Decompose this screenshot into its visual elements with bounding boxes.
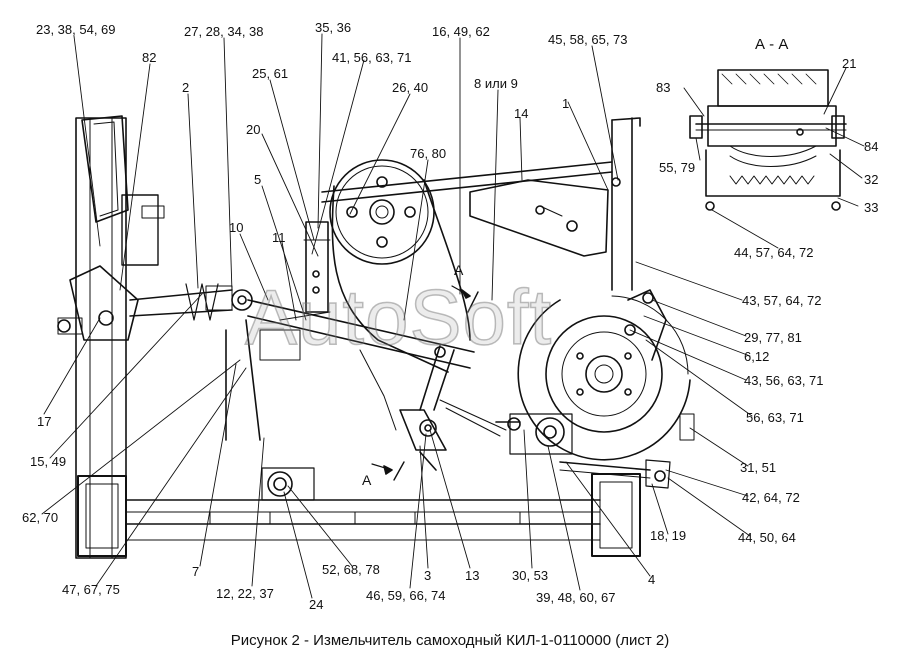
- callout-label: 16, 49, 62: [432, 24, 490, 39]
- callout-label: 11: [272, 230, 286, 245]
- section-arrows: [371, 285, 479, 481]
- callout-label: 43, 56, 63, 71: [744, 373, 824, 388]
- pulley-upper: [329, 159, 435, 265]
- callout-label: 7: [192, 564, 200, 579]
- callout-label: 4: [648, 572, 656, 587]
- callout-label: 8 или 9: [474, 76, 518, 91]
- callout-label: 84: [864, 139, 879, 154]
- callout-label: 31, 51: [740, 460, 777, 475]
- upper-rail: [321, 161, 621, 257]
- callout-label: 76, 80: [410, 146, 447, 161]
- rotor-housing: [517, 289, 695, 461]
- section-detail: [689, 69, 847, 211]
- callout-label: 33: [864, 200, 879, 215]
- callout-label: 2: [182, 80, 190, 95]
- figure-caption: Рисунок 2 - Измельчитель самоходный КИЛ-…: [230, 632, 670, 649]
- drive-belt: [331, 179, 471, 373]
- callout-label: 20: [246, 122, 261, 137]
- callout-label: 14: [514, 106, 529, 121]
- callout-label: 44, 57, 64, 72: [734, 245, 814, 260]
- section-title: А - А: [755, 36, 789, 53]
- callout-label: 17: [37, 414, 52, 429]
- callout-label: 12, 22, 37: [216, 586, 274, 601]
- callout-label: 42, 64, 72: [742, 490, 800, 505]
- callout-label: 27, 28, 34, 38: [184, 24, 264, 39]
- callout-label: 55, 79: [659, 160, 696, 175]
- callout-label: 24: [309, 597, 324, 612]
- callout-label: 5: [254, 172, 262, 187]
- cut-marker-upper: А: [454, 262, 464, 278]
- watermark: AutoSoft: [244, 272, 553, 362]
- callout-label: 26, 40: [392, 80, 429, 95]
- callout-label: 15, 49: [30, 454, 67, 469]
- callout-label: 32: [864, 172, 879, 187]
- spring-assembly: [129, 283, 253, 321]
- callout-label: 45, 58, 65, 73: [548, 32, 628, 47]
- callout-label: 47, 67, 75: [62, 582, 120, 597]
- callout-label: 29, 77, 81: [744, 330, 802, 345]
- bottom-bearing: [261, 467, 315, 501]
- callout-label: 1: [562, 96, 570, 111]
- callout-label: 82: [142, 50, 157, 65]
- lower-lever: [399, 345, 455, 471]
- callout-label: 23, 38, 54, 69: [36, 22, 116, 37]
- callout-label: 83: [656, 80, 671, 95]
- callout-label: 52, 68, 78: [322, 562, 380, 577]
- callout-label: 10: [229, 220, 244, 235]
- leader-lines: [41, 33, 865, 599]
- callout-label: 21: [842, 56, 857, 71]
- callout-label: 30, 53: [512, 568, 549, 583]
- callout-label: 25, 61: [252, 66, 289, 81]
- callout-label: 18, 19: [650, 528, 687, 543]
- callout-label: 62, 70: [22, 510, 59, 525]
- callout-label: 3: [424, 568, 432, 583]
- callout-label: 41, 56, 63, 71: [332, 50, 412, 65]
- left-bracket: [57, 265, 139, 341]
- callout-label: 43, 57, 64, 72: [742, 293, 822, 308]
- callout-label: 35, 36: [315, 20, 352, 35]
- callout-label: 6,12: [744, 349, 770, 364]
- callout-label: 13: [465, 568, 480, 583]
- frame-right-post: [591, 117, 641, 557]
- gear-assembly: [495, 413, 671, 489]
- deflector-plate: [359, 349, 507, 437]
- cut-marker-lower: А: [362, 472, 372, 488]
- center-arm: [225, 299, 475, 441]
- callout-label: 56, 63, 71: [746, 410, 804, 425]
- callout-label: 44, 50, 64: [738, 530, 796, 545]
- callout-label: 39, 48, 60, 67: [536, 590, 616, 605]
- hopper-left: [81, 115, 165, 266]
- callout-label: 46, 59, 66, 74: [366, 588, 446, 603]
